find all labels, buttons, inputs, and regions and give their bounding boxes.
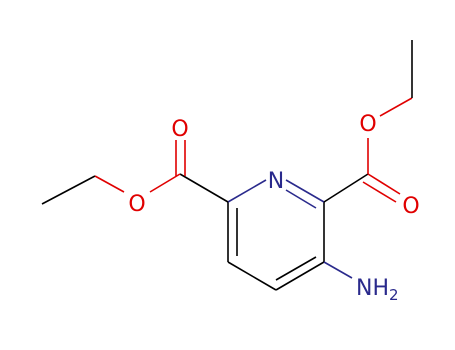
bond-ethyl-left [41,175,96,205]
bond-ether-left-ethyl [94,175,125,193]
bond-n1-c6 [227,179,267,203]
amine-subscript: 2 [389,286,399,304]
bond-c4-c3 [275,261,325,291]
left-carbonyl-oxygen-label: O [171,117,188,142]
bond-carbonyl-right-a [367,173,401,195]
bond-ether-left [149,173,181,193]
bond-c2-carboxyl [323,173,369,203]
bond-c2-n1 [285,179,325,203]
bond-carbonyl-right-b [362,181,397,203]
bond-c4-c3-inner [275,256,317,281]
bond-c5-c4 [227,261,277,291]
bond-c3-amine [323,261,353,279]
bond-ether-right-ethyl [379,97,413,117]
right-carbonyl-oxygen-label: O [402,194,419,219]
bond-c6-carboxyl [179,173,229,203]
ring-nitrogen-label: N [268,169,284,194]
bond-c2-n1-inner [285,189,317,209]
left-ether-oxygen-label: O [128,192,145,217]
amine-symbol: NH [356,276,389,301]
amine-label: NH2 [356,276,399,304]
right-ether-oxygen-label: O [359,112,376,137]
